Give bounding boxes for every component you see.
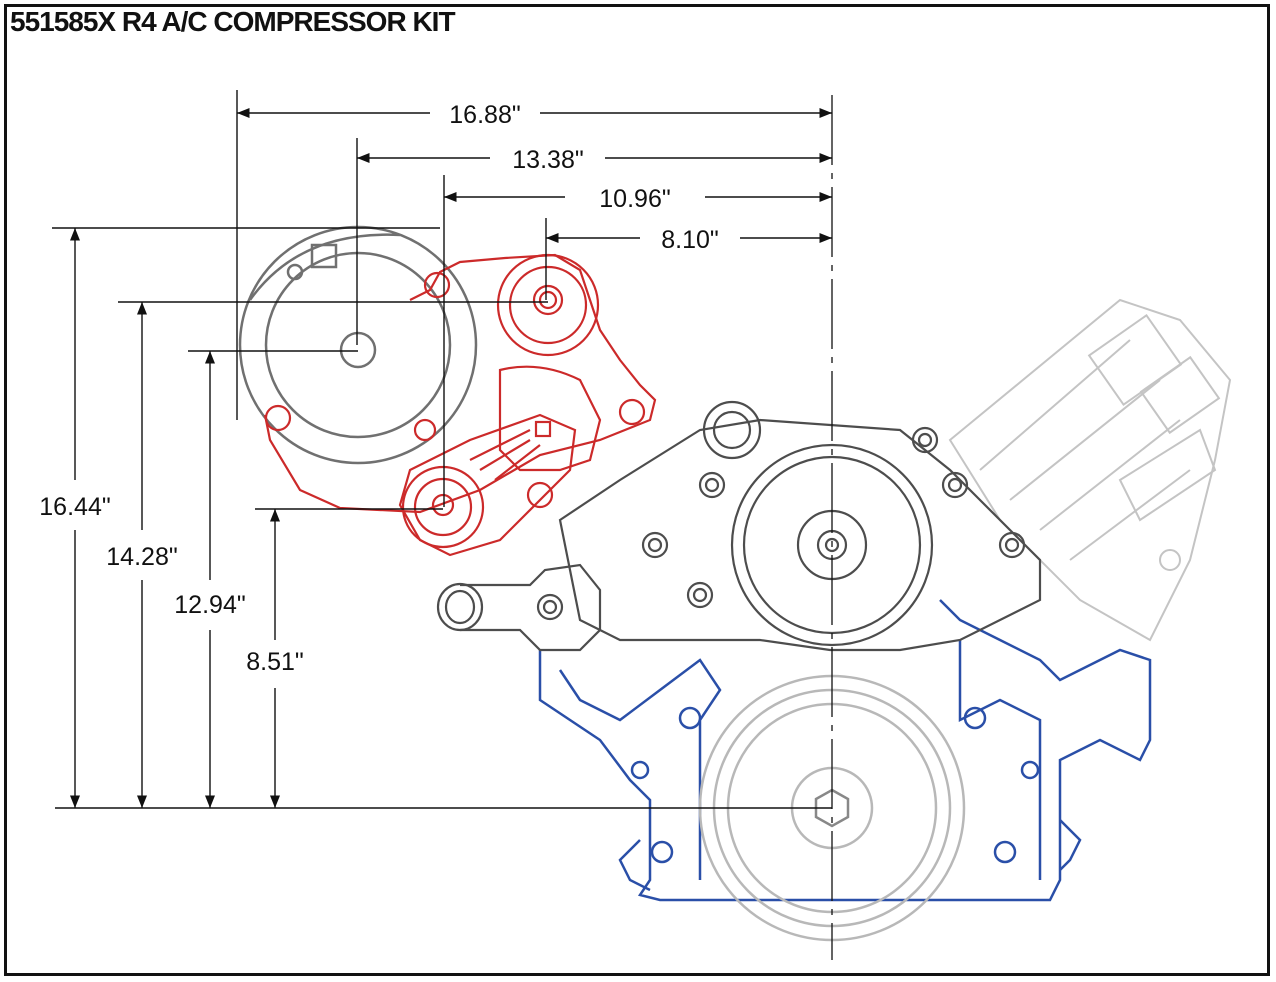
intake-manifold: [948, 298, 1232, 642]
mounting-bracket: [263, 253, 657, 557]
dim-label-16-88: 16.88": [449, 101, 520, 129]
engine-block: [538, 599, 1152, 902]
dim-label-12-94: 12.94": [174, 591, 245, 619]
drawing-title: 551585X R4 A/C COMPRESSOR KIT: [10, 6, 456, 37]
dim-label-8-51: 8.51": [246, 648, 304, 676]
horizontal-dimensions: [236, 90, 832, 507]
dim-label-10-96: 10.96": [599, 185, 670, 213]
dim-label-16-44: 16.44": [39, 493, 110, 521]
dim-label-8-10: 8.10": [661, 226, 719, 254]
vertical-dimensions: [52, 227, 832, 809]
dim-label-14-28: 14.28": [106, 543, 177, 571]
ac-compressor: [238, 225, 478, 465]
dim-label-13-38: 13.38": [512, 146, 583, 174]
